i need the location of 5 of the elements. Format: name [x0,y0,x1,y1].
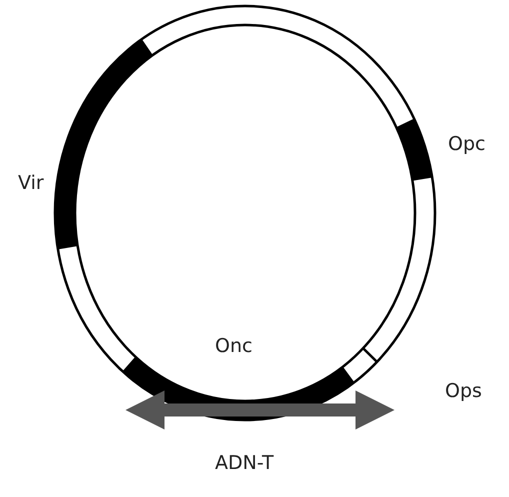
gene-label: Ops [445,380,482,402]
gene-label: Opc [448,133,486,155]
gene-label: Onc [215,335,252,357]
gene-label: Vir [18,172,44,194]
region-label: ADN-T [215,452,274,474]
